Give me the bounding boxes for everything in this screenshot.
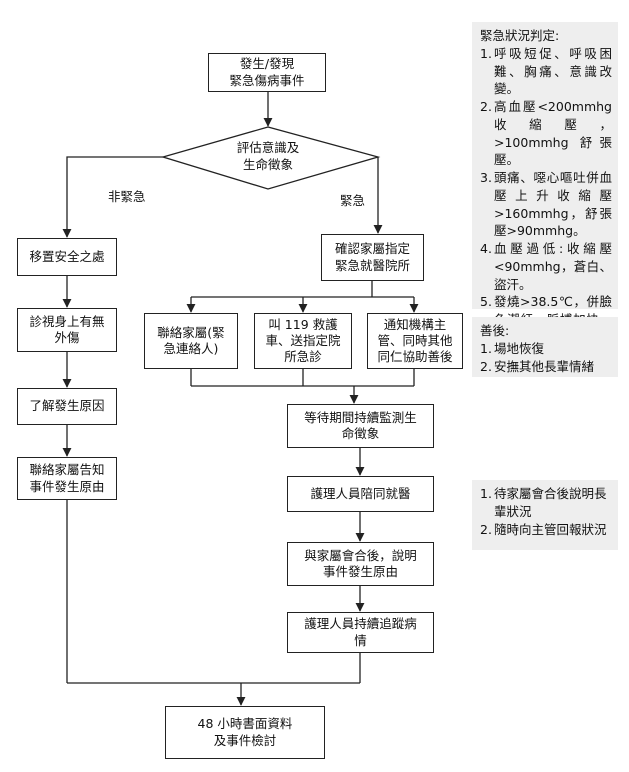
- node-check-injury: 診視身上有無 外傷: [17, 308, 117, 352]
- note-aftermath: 善後: 1.場地恢復 2.安撫其他長輩情緒: [472, 317, 618, 377]
- note-aftermath-list: 1.場地恢復 2.安撫其他長輩情緒: [480, 340, 612, 376]
- list-item: 1.待家屬會合後說明長輩狀況: [480, 486, 607, 519]
- edge-label-non-urgent: 非緊急: [108, 189, 146, 204]
- note-aftermath-heading: 善後:: [480, 323, 510, 338]
- node-meet-family: 與家屬會合後，說明 事件發生原由: [287, 542, 434, 586]
- note-followup-list: 1.待家屬會合後說明長輩狀況 2.隨時向主管回報狀況: [480, 485, 612, 538]
- node-start: 發生/發現 緊急傷病事件: [208, 53, 326, 92]
- edge-label-urgent: 緊急: [340, 193, 366, 208]
- node-safe-place: 移置安全之處: [17, 238, 117, 276]
- note-criteria-heading: 緊急狀況判定:: [480, 28, 560, 43]
- node-monitor-vitals: 等待期間持續監測生 命徵象: [287, 404, 434, 448]
- node-decision: 評估意識及 生命徵象: [236, 140, 300, 172]
- list-item: 1.呼吸短促、呼吸困難、胸痛、意識改變。: [480, 45, 612, 97]
- node-nurse-followup: 護理人員持續追蹤病 情: [287, 612, 434, 653]
- note-followup: 1.待家屬會合後說明長輩狀況 2.隨時向主管回報狀況: [472, 480, 618, 550]
- list-item: 2.高血壓<200mmhg 收縮壓，>100mmhg 舒張壓。: [480, 99, 612, 168]
- note-urgency-criteria: 緊急狀況判定: 1.呼吸短促、呼吸困難、胸痛、意識改變。 2.高血壓<200mm…: [472, 22, 618, 345]
- node-contact-family: 聯絡家屬(緊 急連絡人): [144, 313, 238, 369]
- node-confirm-hospital: 確認家屬指定 緊急就醫院所: [321, 234, 424, 281]
- node-call-119: 叫 119 救護 車、送指定院 所急診: [254, 313, 352, 369]
- node-find-cause: 了解發生原因: [17, 388, 117, 425]
- list-item: 3.頭痛、噁心嘔吐併血壓上升收縮壓>160mmhg，舒張壓>90mmhg。: [480, 170, 612, 239]
- list-item: 1.場地恢復: [480, 340, 545, 356]
- note-criteria-list: 1.呼吸短促、呼吸困難、胸痛、意識改變。 2.高血壓<200mmhg 收縮壓，>…: [480, 45, 612, 347]
- node-notify-family-cause: 聯絡家屬告知 事件發生原由: [17, 457, 117, 500]
- node-report-48h: 48 小時書面資料 及事件檢討: [165, 706, 325, 759]
- arrow-non-urgent: [62, 156, 163, 238]
- list-item: 4.血壓過低:收縮壓<90mmhg，蒼白、盜汗。: [480, 241, 612, 292]
- node-notify-org: 通知機構主 管、同時其他 同仁協助善後: [367, 313, 463, 369]
- list-item: 2.安撫其他長輩情緒: [480, 358, 595, 374]
- list-item: 2.隨時向主管回報狀況: [480, 521, 607, 537]
- node-nurse-accompany: 護理人員陪同就醫: [287, 476, 434, 512]
- decision-diamond: [160, 126, 381, 190]
